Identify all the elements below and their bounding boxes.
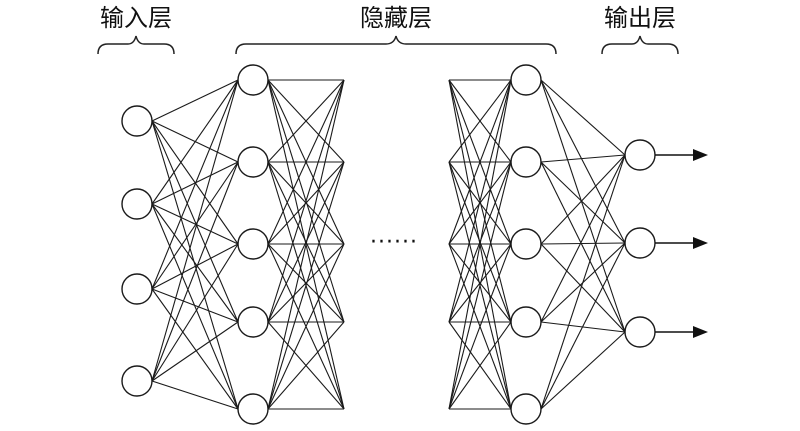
input-node-4 bbox=[121, 365, 153, 397]
hidden-node-a-5 bbox=[237, 393, 269, 425]
edge-hidden-partial bbox=[448, 321, 512, 410]
edge-input-hidden bbox=[151, 120, 239, 410]
edge-hidden-output bbox=[540, 242, 626, 410]
edge-hidden-partial bbox=[267, 161, 345, 410]
output-layer-label: 输出层 bbox=[604, 4, 676, 32]
hidden-node-b-5 bbox=[510, 393, 542, 425]
hidden-node-b-2 bbox=[510, 146, 542, 178]
edge-input-hidden bbox=[151, 203, 239, 410]
edge-hidden-partial bbox=[267, 161, 345, 323]
arrow-head-icon bbox=[693, 237, 708, 249]
edge-input-hidden bbox=[151, 321, 239, 382]
edge-hidden-output bbox=[540, 154, 626, 410]
edge-hidden-partial bbox=[448, 79, 512, 323]
edge-hidden-partial bbox=[267, 321, 345, 410]
output-node-3 bbox=[624, 316, 656, 348]
edge-hidden-output bbox=[540, 79, 626, 244]
hidden-node-a-2 bbox=[237, 146, 269, 178]
output-node-1 bbox=[624, 139, 656, 171]
hidden-node-b-4 bbox=[510, 306, 542, 338]
hidden-node-b-1 bbox=[510, 64, 542, 96]
edge-input-hidden bbox=[151, 120, 239, 323]
edge-hidden-partial bbox=[448, 161, 512, 410]
edge-hidden-partial bbox=[267, 243, 345, 410]
edge-input-hidden bbox=[151, 161, 239, 205]
edge-hidden-partial bbox=[267, 79, 345, 163]
output-layer-brace bbox=[601, 35, 679, 55]
edge-hidden-partial bbox=[448, 243, 512, 410]
edge-hidden-output bbox=[540, 331, 626, 410]
edge-input-hidden bbox=[151, 203, 239, 245]
neuron-nodes bbox=[121, 64, 656, 425]
hidden-node-a-1 bbox=[237, 64, 269, 96]
edge-hidden-output bbox=[540, 79, 626, 333]
hidden-layer-ellipsis: ······ bbox=[370, 230, 418, 255]
edge-hidden-partial bbox=[267, 79, 345, 245]
output-node-2 bbox=[624, 227, 656, 259]
output-arrows bbox=[655, 149, 708, 338]
input-layer-label: 输入层 bbox=[100, 4, 172, 32]
edge-hidden-partial bbox=[448, 79, 512, 163]
edge-hidden-output bbox=[540, 154, 626, 245]
edge-hidden-output bbox=[540, 79, 626, 156]
edge-hidden-output bbox=[540, 243, 626, 333]
hidden-layer-label: 隐藏层 bbox=[360, 4, 432, 32]
edge-hidden-output bbox=[540, 154, 626, 323]
edge-hidden-partial bbox=[448, 243, 512, 323]
edge-hidden-output bbox=[540, 242, 626, 245]
connection-lines bbox=[151, 79, 626, 410]
hidden-node-b-3 bbox=[510, 228, 542, 260]
edge-input-hidden bbox=[151, 243, 239, 290]
arrow-head-icon bbox=[693, 149, 708, 161]
input-node-1 bbox=[121, 105, 153, 137]
input-node-2 bbox=[121, 188, 153, 220]
edge-hidden-partial bbox=[267, 79, 345, 410]
edge-input-hidden bbox=[151, 161, 239, 382]
hidden-node-a-3 bbox=[237, 228, 269, 260]
hidden-node-a-4 bbox=[237, 306, 269, 338]
edge-input-hidden bbox=[151, 203, 239, 323]
edge-hidden-output bbox=[540, 161, 626, 244]
edge-input-hidden bbox=[151, 79, 239, 290]
edge-input-hidden bbox=[151, 243, 239, 382]
edge-hidden-partial bbox=[267, 79, 345, 323]
edge-hidden-partial bbox=[267, 243, 345, 323]
edge-input-hidden bbox=[151, 288, 239, 410]
arrow-head-icon bbox=[693, 326, 708, 338]
edge-input-hidden bbox=[151, 79, 239, 205]
hidden-layer-brace bbox=[235, 35, 557, 55]
input-layer-brace bbox=[97, 35, 175, 55]
edge-hidden-partial bbox=[448, 79, 512, 410]
edge-input-hidden bbox=[151, 288, 239, 323]
edge-hidden-partial bbox=[448, 79, 512, 245]
edge-input-hidden bbox=[151, 161, 239, 290]
edge-input-hidden bbox=[151, 79, 239, 382]
edge-input-hidden bbox=[151, 380, 239, 410]
edge-hidden-output bbox=[540, 161, 626, 333]
edge-hidden-output bbox=[540, 154, 626, 163]
edge-hidden-partial bbox=[267, 161, 345, 245]
input-node-3 bbox=[121, 273, 153, 305]
edge-input-hidden bbox=[151, 79, 239, 122]
